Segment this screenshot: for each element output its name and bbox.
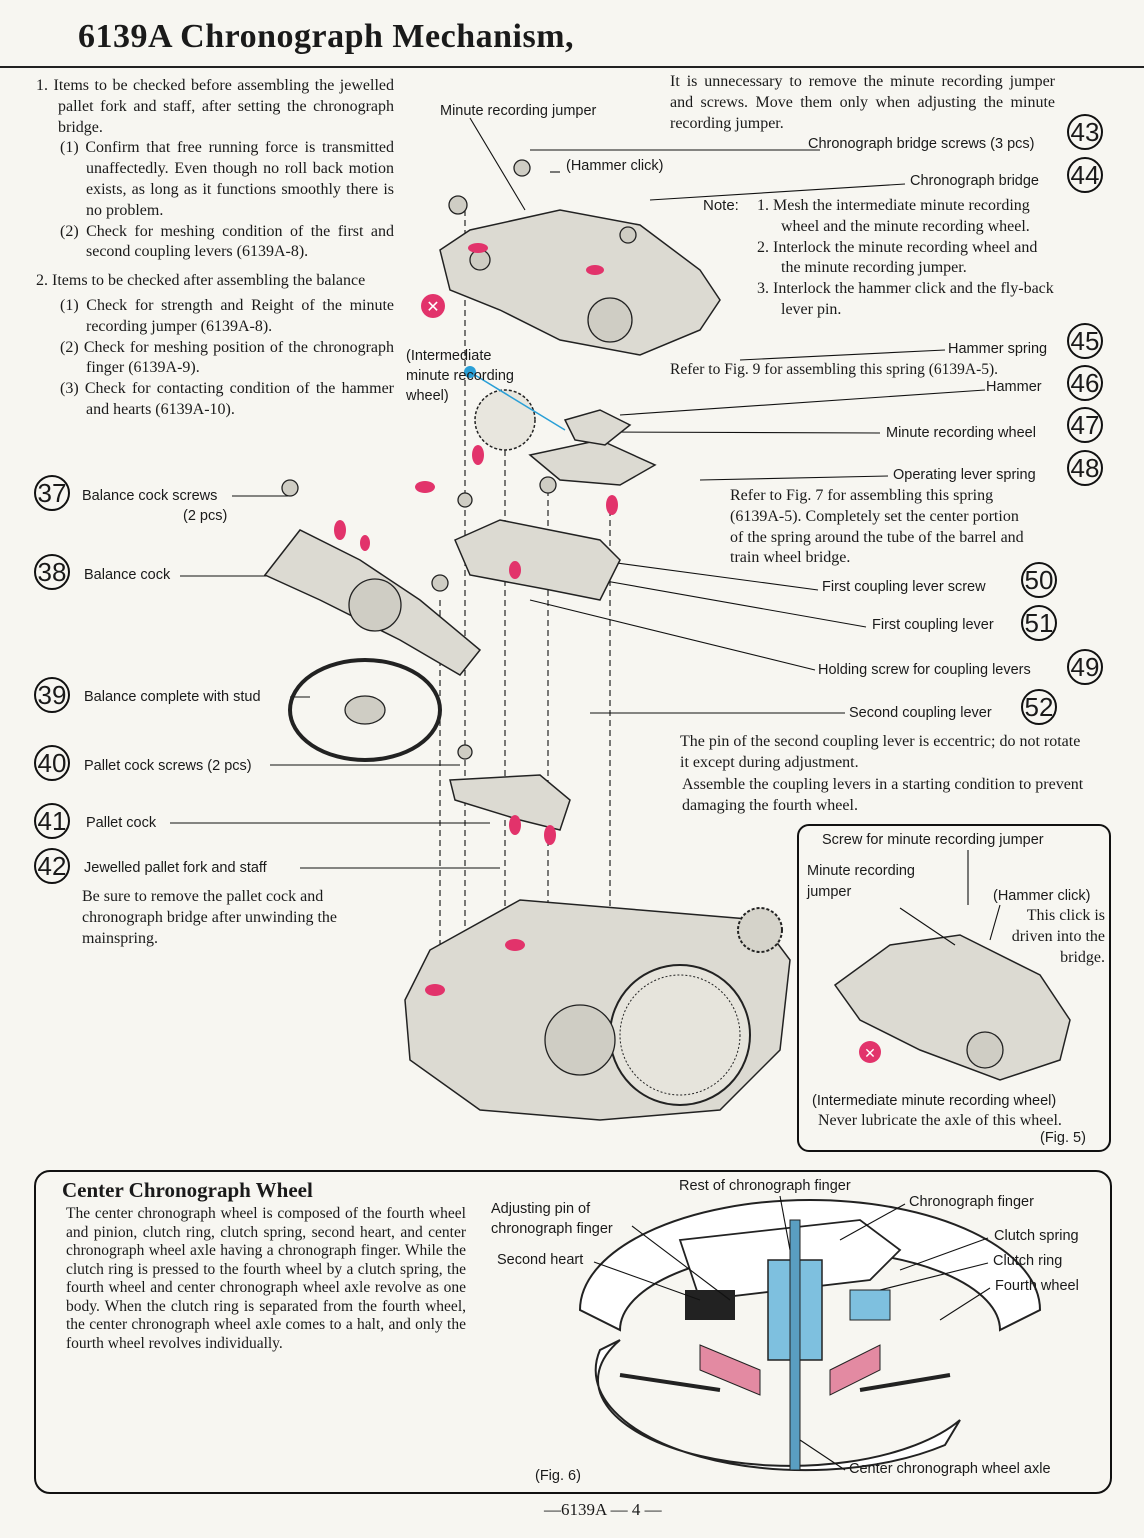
item2-title: 2. Items to be checked after assembling … [36, 272, 366, 290]
item1-title: 1. Items to be checked before assembling… [36, 77, 394, 136]
center-wheel-panel [34, 1170, 1112, 1494]
part-52-number: 52 [1021, 689, 1057, 725]
part-41-number: 41 [34, 803, 70, 839]
fig5-screw-label: Screw for minute recording jumper [822, 832, 1044, 848]
part-50-label: First coupling lever screw [822, 579, 986, 595]
part-37-label: Balance cock screws [82, 488, 218, 504]
fig6-fourth-wheel-label: Fourth wheel [995, 1278, 1079, 1294]
title-rule [0, 66, 1144, 68]
item2-sub2: (2) Check for meshing position of the ch… [60, 338, 394, 377]
part-47-label: Minute recording wheel [886, 425, 1036, 441]
fig6-finger-label: Chronograph finger [909, 1194, 1034, 1210]
refer-fig7: Refer to Fig. 7 for assembling this spri… [730, 487, 1024, 567]
part-47-number: 47 [1067, 407, 1103, 443]
top-note: It is unnecessary to remove the minute r… [670, 73, 1055, 132]
part-40-label: Pallet cock screws (2 pcs) [84, 758, 252, 774]
fig6-second-heart-label: Second heart [497, 1252, 584, 1268]
fig6-clutch-ring-label: Clutch ring [993, 1253, 1063, 1269]
hammer-click-label: (Hammer click) [566, 158, 664, 174]
part-39-number: 39 [34, 677, 70, 713]
part-48-number: 48 [1067, 450, 1103, 486]
note-list: 1. Mesh the intermediate minute recordin… [757, 196, 1057, 321]
fig6-caption: (Fig. 6) [535, 1468, 581, 1484]
part-38-label: Balance cock [84, 567, 171, 583]
item2-sub3: (3) Check for contacting condition of th… [60, 380, 394, 418]
fig6-clutch-spring-label: Clutch spring [994, 1228, 1079, 1244]
fig6-axle-label: Center chronograph wheel axle [849, 1461, 1051, 1477]
left-checklist: 1. Items to be checked before assembling… [36, 76, 394, 421]
part-40-number: 40 [34, 745, 70, 781]
part-49-label: Holding screw for coupling levers [818, 662, 1031, 678]
minute-jumper-label: Minute recording jumper [440, 103, 597, 119]
fig5-panel [797, 824, 1111, 1152]
part-45-label: Hammer spring [948, 341, 1048, 357]
part-39-label: Balance complete with stud [84, 689, 261, 705]
note-item-3: 3. Interlock the hammer click and the fl… [757, 280, 1054, 318]
svg-text:✕: ✕ [864, 1045, 876, 1061]
part-42-label: Jewelled pallet fork and staff [84, 860, 267, 876]
fig5-intermediate-label: (Intermediate minute recording wheel) [812, 1093, 1057, 1109]
part-48-label: Operating lever spring [893, 467, 1036, 483]
part-41-label: Pallet cock [86, 815, 157, 831]
part-37-qty: (2 pcs) [183, 508, 228, 524]
center-wheel-body: The center chronograph wheel is composed… [66, 1205, 466, 1352]
part-46-label: Hammer [986, 379, 1042, 395]
part-52-label: Second coupling lever [849, 705, 992, 721]
part-51-label: First coupling lever [872, 617, 994, 633]
part-42-number: 42 [34, 848, 70, 884]
part-38-number: 38 [34, 554, 70, 590]
part-51-number: 51 [1021, 605, 1057, 641]
intermediate-wheel-label: (Intermediate minute recording wheel) [406, 348, 514, 404]
svg-text:✕: ✕ [426, 299, 439, 316]
refer-fig9: Refer to Fig. 9 for assembling this spri… [670, 361, 999, 378]
part-37-number: 37 [34, 475, 70, 511]
note-item-2: 2. Interlock the minute recording wheel … [757, 238, 1038, 277]
center-wheel-drawing [578, 1199, 1042, 1472]
part-46-number: 46 [1067, 365, 1103, 401]
item1-sub1: (1) Confirm that free running force is t… [60, 139, 394, 219]
part-43-label: Chronograph bridge screws (3 pcs) [808, 136, 1035, 152]
note-item-1: 1. Mesh the intermediate minute recordin… [757, 197, 1030, 235]
pin-note-2: Assemble the coupling levers in a starti… [682, 776, 1084, 814]
part-44-number: 44 [1067, 157, 1103, 193]
chronograph-bridge-drawing [439, 209, 721, 356]
fig5-click-note: This click is driven into the bridge. [1011, 907, 1105, 966]
fig6-adjusting-pin-label: Adjusting pin of chronograph finger [491, 1201, 613, 1237]
part-50-number: 50 [1021, 562, 1057, 598]
item2-sub1: (1) Check for strength and Reight of the… [60, 296, 394, 335]
fig6-rest-label: Rest of chronograph finger [679, 1178, 851, 1194]
pin-note-1: The pin of the second coupling lever is … [680, 733, 1081, 771]
center-wheel-heading: Center Chronograph Wheel [62, 1178, 313, 1202]
fig5-never-note: Never lubricate the axle of this wheel. [818, 1112, 1062, 1129]
part-43-number: 43 [1067, 114, 1103, 150]
item1-sub2: (2) Check for meshing condition of the f… [60, 222, 394, 261]
page-footer: —6139A — 4 — [544, 1500, 662, 1519]
fig5-hammer-click-label: (Hammer click) [993, 888, 1091, 904]
fig5-jumper-label: Minute recording jumper [807, 863, 915, 900]
part-45-number: 45 [1067, 323, 1103, 359]
page-title: 6139A Chronograph Mechanism, [78, 18, 575, 55]
part-44-label: Chronograph bridge [910, 173, 1039, 189]
part-49-number: 49 [1067, 649, 1103, 685]
be-sure-note: Be sure to remove the pallet cock and ch… [82, 888, 338, 947]
note-label: Note: [703, 197, 739, 214]
fig5-caption: (Fig. 5) [1040, 1130, 1086, 1146]
